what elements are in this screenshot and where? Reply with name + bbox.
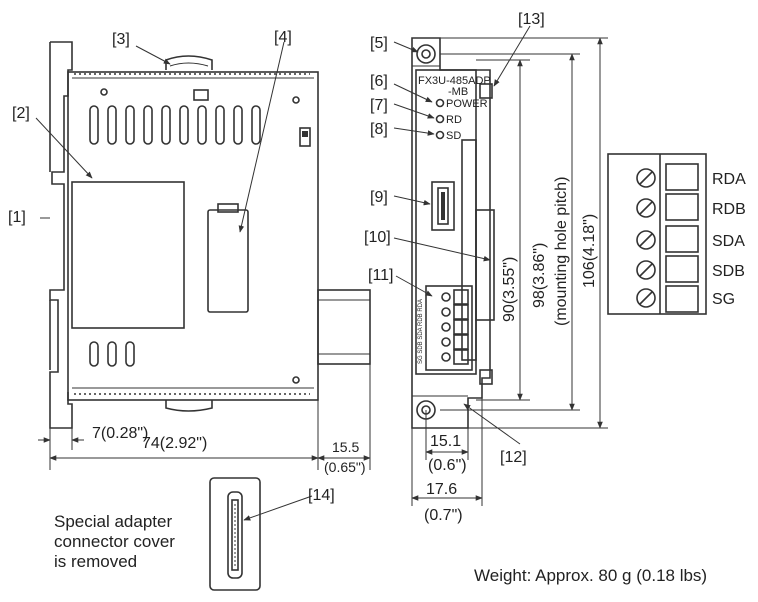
callout-11: [11] bbox=[368, 267, 394, 284]
callout-9: [9] bbox=[370, 189, 388, 206]
front-view bbox=[411, 37, 495, 429]
terminal-signal-labels: RDA RDB SDA SDB SG bbox=[712, 171, 746, 308]
connector-cover-note: Special adapter connector cover is remov… bbox=[54, 512, 175, 572]
callout-6: [6] bbox=[370, 73, 388, 90]
note-line-2: connector cover bbox=[54, 532, 175, 551]
dim-15-5: 15.5 bbox=[332, 439, 359, 455]
signal-rda: RDA bbox=[712, 171, 746, 188]
dim-106: 106(4.18") bbox=[581, 214, 598, 288]
terminal-detail bbox=[607, 153, 707, 315]
front-terminal-block bbox=[425, 285, 473, 371]
callout-13: [13] bbox=[518, 11, 545, 28]
dim-17-6-in: (0.7") bbox=[424, 507, 463, 524]
side-view bbox=[40, 41, 371, 429]
terminal-vertical-label: SG SDB SDA RDB RDA bbox=[418, 299, 424, 364]
signal-rdb: RDB bbox=[712, 201, 746, 218]
dim-15-1: 15.1 bbox=[430, 433, 461, 450]
dim-15-1-in: (0.6") bbox=[428, 457, 467, 474]
dimension-labels: 7(0.28") 74(2.92") 15.5 (0.65") 15.1 (0.… bbox=[92, 177, 598, 524]
dim-74: 74(2.92") bbox=[142, 435, 207, 452]
callout-2: [2] bbox=[12, 105, 30, 122]
front-connector bbox=[431, 181, 455, 231]
leader-lines bbox=[35, 25, 531, 521]
vent-slots bbox=[89, 105, 261, 367]
callout-4: [4] bbox=[274, 29, 292, 46]
callout-10: [10] bbox=[364, 229, 391, 246]
callout-3: [3] bbox=[112, 31, 130, 48]
model-name-line1: FX3U-485ADP bbox=[418, 75, 491, 87]
dim-90: 90(3.55") bbox=[501, 257, 518, 322]
signal-sg: SG bbox=[712, 291, 735, 308]
signal-sdb: SDB bbox=[712, 263, 745, 280]
mounting-pitch-label: (mounting hole pitch) bbox=[553, 177, 570, 326]
rd-label: RD bbox=[446, 114, 462, 126]
signal-sda: SDA bbox=[712, 233, 745, 250]
power-label: POWER bbox=[446, 98, 488, 110]
weight-note: Weight: Approx. 80 g (0.18 lbs) bbox=[474, 566, 708, 585]
callout-12: [12] bbox=[500, 449, 527, 466]
front-outline bbox=[411, 37, 491, 429]
callout-8: [8] bbox=[370, 121, 388, 138]
nameplate bbox=[71, 181, 185, 329]
dim-98: 98(3.86") bbox=[531, 243, 548, 308]
callout-7: [7] bbox=[370, 97, 388, 114]
power-led bbox=[435, 98, 445, 108]
front-panel-labels: FX3U-485ADP -MB POWER RD SD SG SDB SDA R… bbox=[418, 75, 491, 364]
terminal-screws bbox=[636, 168, 656, 308]
callout-14: [14] bbox=[308, 487, 335, 504]
dim-7: 7(0.28") bbox=[92, 425, 148, 442]
callout-labels: [1] [2] [3] [4] [5] [6] [7] [8] [9] [10]… bbox=[8, 11, 545, 504]
callout-1: [1] bbox=[8, 209, 26, 226]
front-dimensions bbox=[411, 37, 608, 506]
note-line-3: is removed bbox=[54, 552, 138, 571]
bottom-latch bbox=[165, 400, 213, 412]
side-connector-cover bbox=[207, 209, 249, 313]
sd-label: SD bbox=[446, 130, 461, 142]
sd-led bbox=[435, 130, 445, 140]
terminal-detail-frame bbox=[607, 153, 707, 315]
dip-switch bbox=[299, 127, 311, 147]
dim-15-5-in: (0.65") bbox=[324, 459, 366, 475]
rd-led bbox=[435, 114, 445, 124]
side-connector bbox=[317, 289, 371, 365]
main-body bbox=[67, 71, 319, 401]
callout-5: [5] bbox=[370, 35, 388, 52]
connector-cover-part bbox=[209, 477, 261, 591]
note-line-1: Special adapter bbox=[54, 512, 173, 531]
side-dimensions bbox=[38, 364, 371, 470]
dim-17-6: 17.6 bbox=[426, 481, 457, 498]
top-mounting-hole bbox=[416, 44, 436, 64]
model-name-line2: -MB bbox=[448, 86, 468, 98]
